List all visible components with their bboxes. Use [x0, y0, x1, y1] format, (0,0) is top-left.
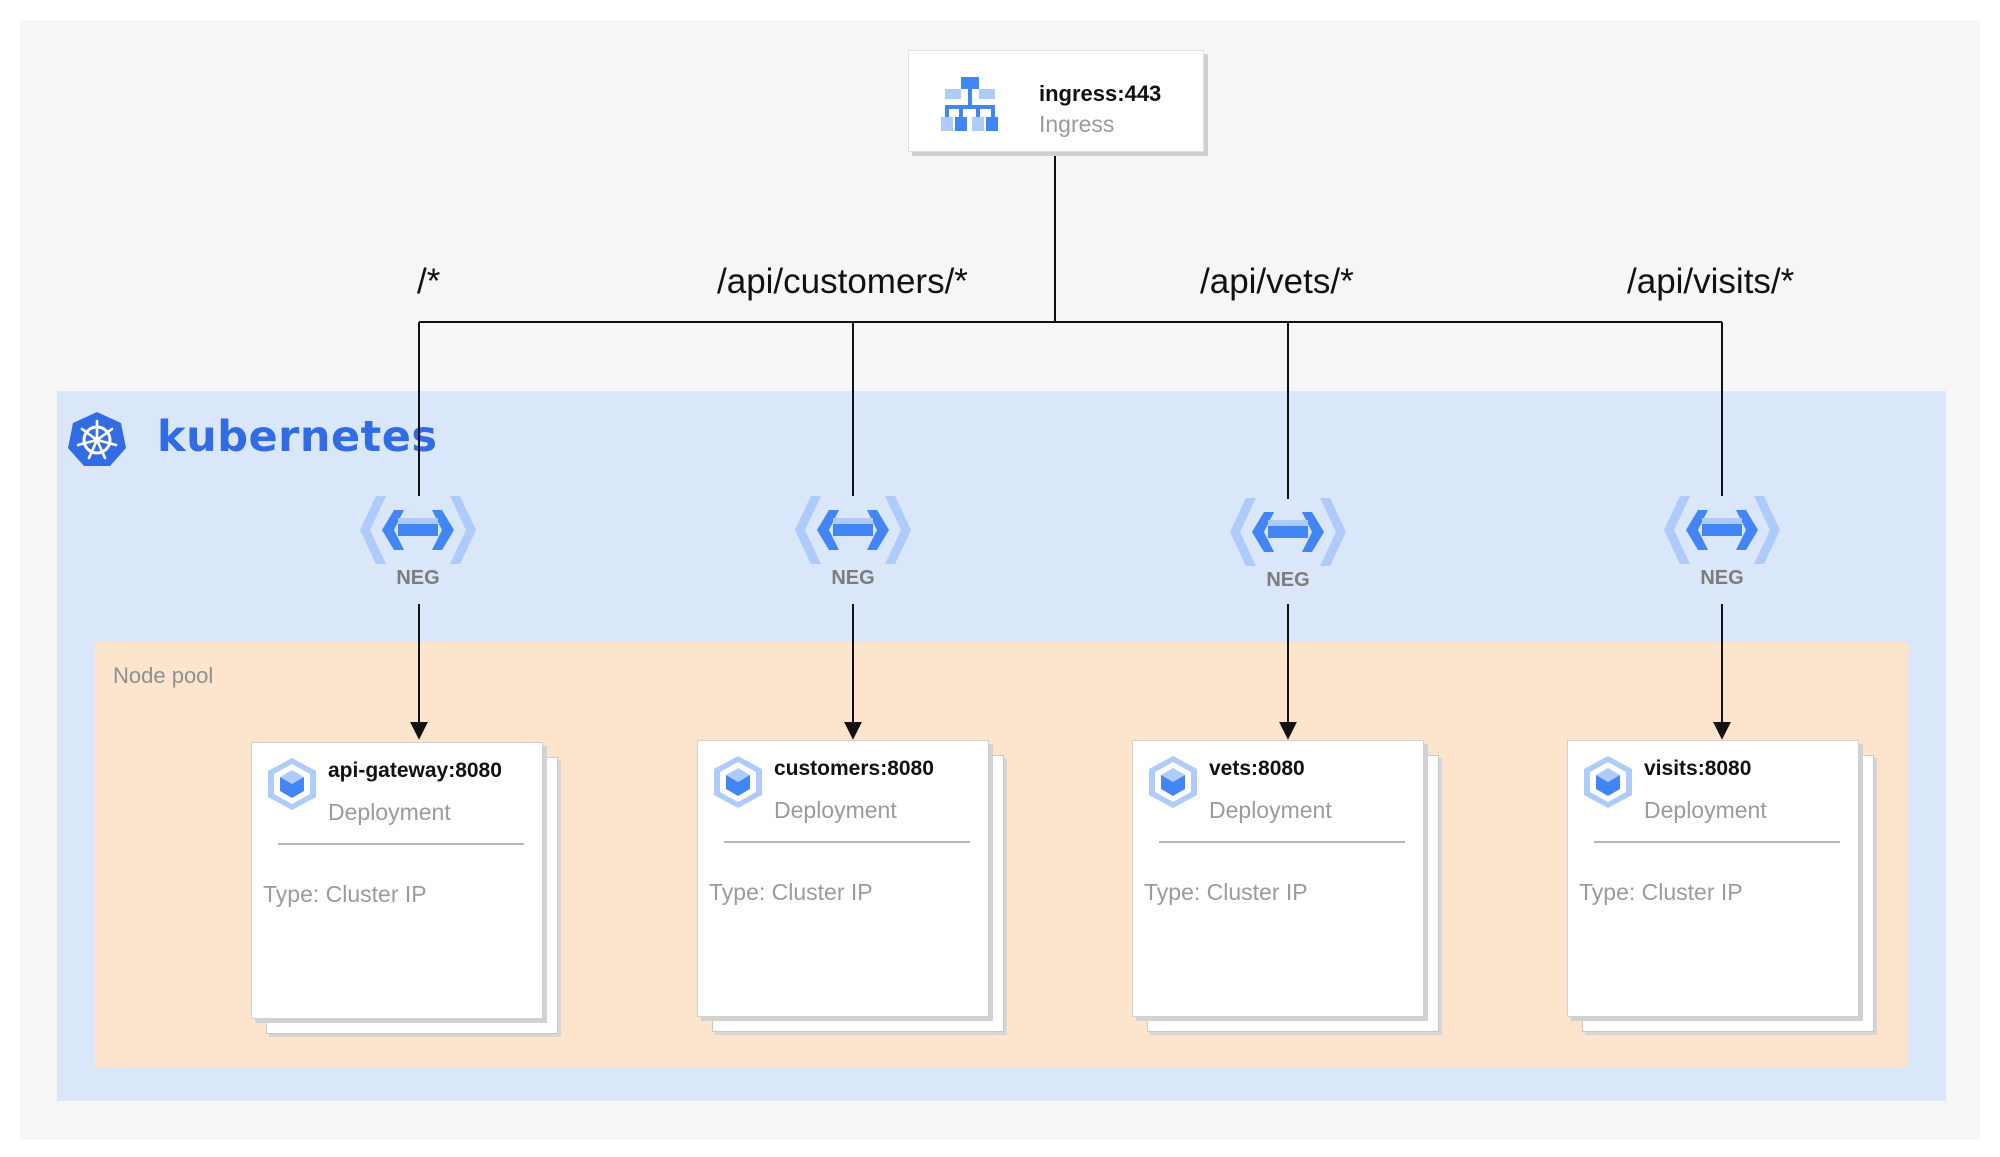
divider: [1159, 841, 1405, 843]
deployment-type: Deployment: [328, 799, 451, 825]
neg-icon: [1664, 496, 1780, 564]
service-type: Type: Cluster IP: [1144, 879, 1308, 905]
kubernetes-title: kubernetes: [157, 412, 438, 462]
gke-deployment-icon: [714, 756, 762, 808]
neg-icon: [1230, 498, 1346, 566]
neg-node-4[interactable]: NEG: [1662, 490, 1782, 600]
service-type: Type: Cluster IP: [709, 879, 873, 905]
deployment-card-visits[interactable]: visits:8080 Deployment Type: Cluster IP: [1567, 740, 1874, 1032]
kubernetes-icon: [68, 412, 126, 466]
card-face: api-gateway:8080 Deployment Type: Cluste…: [251, 742, 543, 1019]
route-label-vets: /api/vets/*: [1200, 262, 1354, 301]
ingress-type: Ingress: [1039, 111, 1115, 137]
deployment-type: Deployment: [1209, 797, 1332, 823]
neg-label: NEG: [831, 567, 875, 589]
service-type: Type: Cluster IP: [263, 881, 427, 907]
gke-deployment-icon: [268, 758, 316, 810]
service-type: Type: Cluster IP: [1579, 879, 1743, 905]
deployment-name: customers:8080: [774, 757, 934, 780]
neg-icon: [360, 496, 476, 564]
deployment-type: Deployment: [1644, 797, 1767, 823]
divider: [724, 841, 970, 843]
ingress-node[interactable]: ingress:443 Ingress: [908, 50, 1204, 152]
neg-icon: [795, 496, 911, 564]
load-balancer-icon: [941, 77, 998, 131]
neg-node-3[interactable]: NEG: [1228, 492, 1348, 602]
card-face: customers:8080 Deployment Type: Cluster …: [697, 740, 989, 1017]
gke-deployment-icon: [1584, 756, 1632, 808]
card-face: vets:8080 Deployment Type: Cluster IP: [1132, 740, 1424, 1017]
neg-label: NEG: [1700, 567, 1744, 589]
card-face: visits:8080 Deployment Type: Cluster IP: [1567, 740, 1859, 1017]
route-label-root: /*: [417, 262, 441, 301]
neg-node-2[interactable]: NEG: [793, 490, 913, 600]
neg-label: NEG: [1266, 569, 1310, 591]
ingress-name: ingress:443: [1039, 81, 1162, 106]
neg-label: NEG: [396, 567, 440, 589]
route-label-customers: /api/customers/*: [717, 262, 968, 301]
deployment-name: visits:8080: [1644, 757, 1752, 780]
divider: [1594, 841, 1840, 843]
deployment-card-api-gateway[interactable]: api-gateway:8080 Deployment Type: Cluste…: [251, 742, 558, 1034]
divider: [278, 843, 524, 845]
gke-deployment-icon: [1149, 756, 1197, 808]
deployment-name: vets:8080: [1209, 757, 1305, 780]
node-pool-label: Node pool: [113, 663, 214, 688]
neg-node-1[interactable]: NEG: [358, 490, 478, 600]
route-label-visits: /api/visits/*: [1627, 262, 1795, 301]
deployment-card-vets[interactable]: vets:8080 Deployment Type: Cluster IP: [1132, 740, 1439, 1032]
deployment-card-customers[interactable]: customers:8080 Deployment Type: Cluster …: [697, 740, 1004, 1032]
deployment-name: api-gateway:8080: [328, 759, 502, 782]
deployment-type: Deployment: [774, 797, 897, 823]
